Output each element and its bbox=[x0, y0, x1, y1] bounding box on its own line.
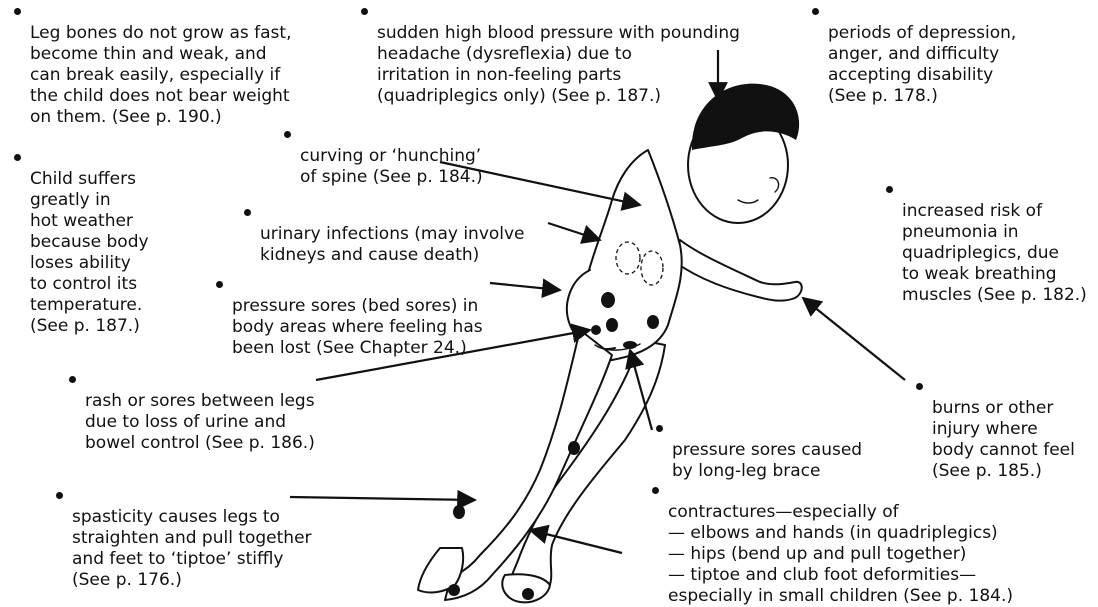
bullet-icon bbox=[216, 281, 223, 288]
annotation-leg-bones: Leg bones do not grow as fast, become th… bbox=[30, 2, 291, 128]
annotation-contractures: contractures—especially of — elbows and … bbox=[668, 481, 1013, 607]
annotation-brace-sores: pressure sores caused by long-leg brace bbox=[672, 419, 862, 482]
bullet-icon bbox=[656, 425, 663, 432]
bullet-icon bbox=[56, 492, 63, 499]
bullet-icon bbox=[284, 131, 291, 138]
annotation-blood-pressure: sudden high blood pressure with pounding… bbox=[377, 2, 740, 107]
annotation-pneumonia: increased risk of pneumonia in quadriple… bbox=[902, 180, 1087, 306]
annotation-hot-weather: Child suffers greatly in hot weather bec… bbox=[30, 148, 149, 337]
annotation-urinary-infections: urinary infections (may involve kidneys … bbox=[260, 203, 525, 266]
annotation-depression: periods of depression, anger, and diffic… bbox=[828, 2, 1016, 107]
bullet-icon bbox=[361, 8, 368, 15]
annotation-burns: burns or other injury where body cannot … bbox=[932, 377, 1075, 482]
annotation-spasticity: spasticity causes legs to straighten and… bbox=[72, 486, 312, 591]
bullet-icon bbox=[14, 154, 21, 161]
bullet-icon bbox=[812, 8, 819, 15]
annotation-pressure-sores: pressure sores (bed sores) in body areas… bbox=[232, 275, 483, 359]
annotation-rash: rash or sores between legs due to loss o… bbox=[85, 370, 315, 454]
bullet-icon bbox=[244, 209, 251, 216]
bullet-icon bbox=[886, 186, 893, 193]
bullet-icon bbox=[652, 487, 659, 494]
annotation-curving-spine: curving or ‘hunching’ of spine (See p. 1… bbox=[300, 125, 483, 188]
bullet-icon bbox=[69, 376, 76, 383]
arm bbox=[675, 240, 802, 301]
bullet-icon bbox=[916, 383, 923, 390]
bullet-icon bbox=[14, 8, 21, 15]
